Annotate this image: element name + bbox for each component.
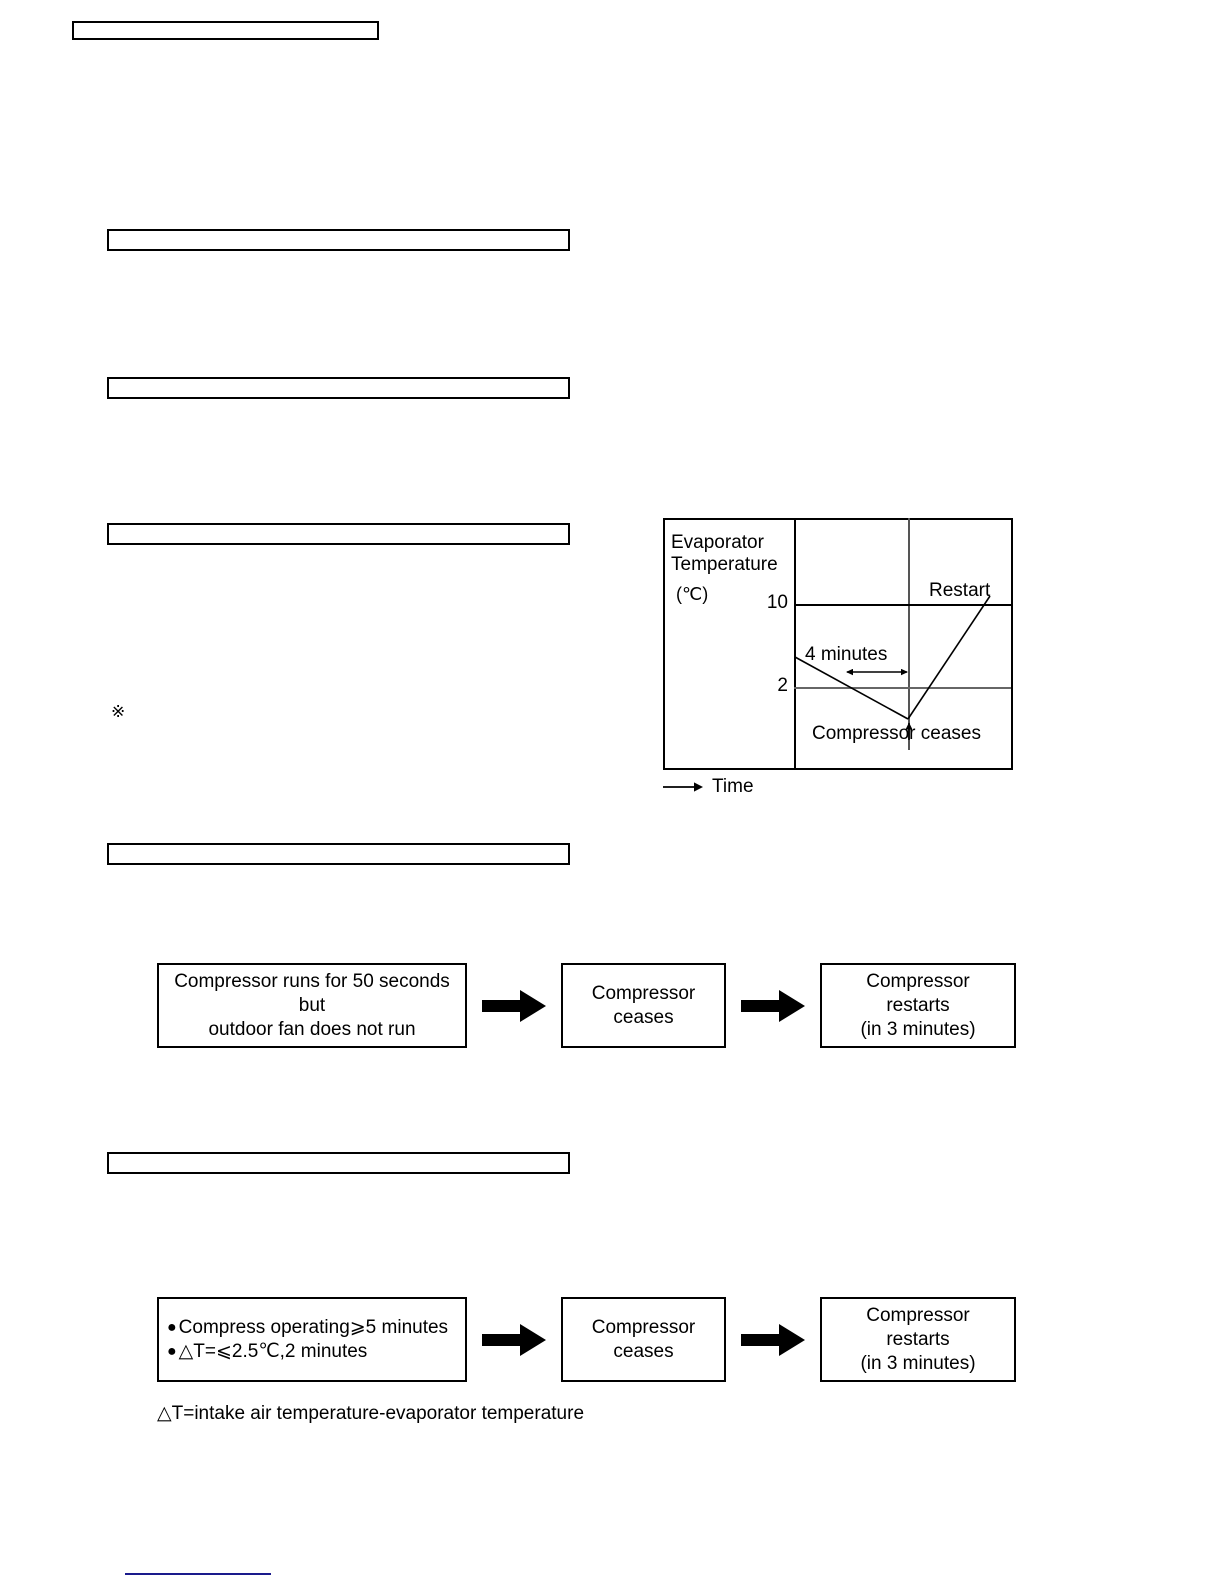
flow1-box-1-line-3: outdoor fan does not run <box>208 1018 416 1040</box>
flow1-box-3-line-1: Compressor <box>866 970 970 992</box>
flow2-box-2-line-2: ceases <box>613 1340 674 1362</box>
flow1-box-3: Compressor restarts (in 3 minutes) <box>820 963 1016 1048</box>
footer-rule <box>125 1573 271 1575</box>
time-axis-label: Time <box>712 776 754 797</box>
reference-mark-icon: ※ <box>111 702 126 721</box>
chart-time-axis: Time <box>663 776 754 798</box>
right-block-arrow-icon <box>482 1323 546 1356</box>
flow1-box-1-line-1: Compressor runs for 50 seconds <box>174 970 450 992</box>
header-bar-5 <box>107 843 570 865</box>
flow1-box-2: Compressor ceases <box>561 963 726 1048</box>
flow2-box-2-line-1: Compressor <box>591 1316 696 1338</box>
delta-t-definition-caption: △T=intake air temperature-evaporator tem… <box>157 1403 585 1424</box>
header-bar-1 <box>72 21 379 40</box>
flow2-box-3-line-2: restarts <box>886 1328 950 1350</box>
right-block-arrow-icon <box>741 989 805 1022</box>
flow2-box-3: Compressor restarts (in 3 minutes) <box>820 1297 1016 1382</box>
flow1-box-2-line-1: Compressor <box>591 982 696 1004</box>
right-block-arrow-icon <box>482 989 546 1022</box>
chart-y-unit: (℃) <box>676 584 709 604</box>
flow2-box-3-line-1: Compressor <box>866 1304 970 1326</box>
chart-plot-lines <box>794 595 991 740</box>
chart-ylabel: Evaporator Temperature <box>671 532 778 575</box>
gridline-2 <box>794 687 1011 689</box>
flow1-box-3-line-2: restarts <box>886 994 950 1016</box>
gridline-10 <box>794 604 1011 606</box>
flowchart-delta-t-protection: ● Compress operating⩾5 minutes ● △T=⩽2.5… <box>157 1297 1016 1382</box>
flow1-arrow-1 <box>467 963 561 1048</box>
flow2-arrow-1 <box>467 1297 561 1382</box>
header-bar-2 <box>107 229 570 251</box>
flow2-box-1-bullet-2: ● △T=⩽2.5℃,2 minutes <box>167 1340 367 1364</box>
chart-axis-divider <box>794 518 796 768</box>
flow2-box-1-bullet-1: ● Compress operating⩾5 minutes <box>167 1316 448 1340</box>
right-block-arrow-icon <box>741 1323 805 1356</box>
flow2-box-1: ● Compress operating⩾5 minutes ● △T=⩽2.5… <box>157 1297 467 1382</box>
flow2-box-1-bullet-1-text: Compress operating⩾5 minutes <box>178 1316 449 1338</box>
ytick-label-2: 2 <box>777 675 788 696</box>
time-arrow-icon <box>663 782 703 792</box>
flow1-box-1-line-2: but <box>298 994 326 1016</box>
header-bar-4 <box>107 523 570 545</box>
flow1-box-2-line-2: ceases <box>613 1006 674 1028</box>
ytick-label-10: 10 <box>766 592 788 613</box>
bullet-dot-icon: ● <box>167 1342 177 1360</box>
flow2-box-2: Compressor ceases <box>561 1297 726 1382</box>
compressor-ceases-label: Compressor ceases <box>812 723 981 744</box>
evaporator-temperature-chart: Evaporator Temperature (℃) 10 2 Restart … <box>663 518 1013 770</box>
flow2-box-3-line-3: (in 3 minutes) <box>860 1352 976 1374</box>
header-bar-6 <box>107 1152 570 1174</box>
bullet-dot-icon: ● <box>167 1318 177 1336</box>
four-minutes-label: 4 minutes <box>805 644 888 665</box>
flowchart-outdoor-fan-protection: Compressor runs for 50 seconds but outdo… <box>157 963 1016 1048</box>
header-bar-3 <box>107 377 570 399</box>
chart-border <box>663 518 1013 770</box>
flow1-arrow-2 <box>726 963 820 1048</box>
compressor-ceases-gridline <box>908 518 910 750</box>
restart-label: Restart <box>929 580 991 601</box>
flow2-box-1-bullet-2-text: △T=⩽2.5℃,2 minutes <box>178 1340 368 1362</box>
flow1-box-1: Compressor runs for 50 seconds but outdo… <box>157 963 467 1048</box>
flow1-box-3-line-3: (in 3 minutes) <box>860 1018 976 1040</box>
flow2-arrow-2 <box>726 1297 820 1382</box>
